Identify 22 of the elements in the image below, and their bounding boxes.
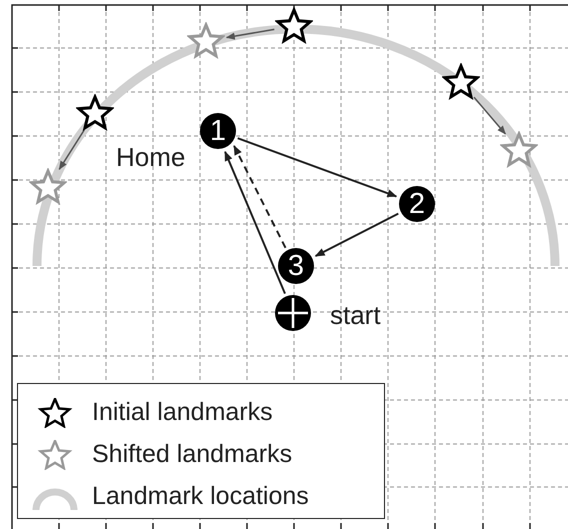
arrow	[224, 150, 286, 294]
star-icon	[29, 168, 67, 206]
step-marker: 1	[200, 113, 236, 149]
step-marker: 2	[399, 186, 435, 222]
start-marker	[273, 293, 313, 333]
arrow	[233, 145, 286, 248]
arrow	[314, 212, 399, 257]
place-label: Home	[116, 142, 186, 172]
step-marker: 3	[278, 248, 314, 284]
place-label: start	[330, 300, 381, 330]
arrow	[237, 137, 398, 198]
star-icon	[442, 63, 480, 101]
arrow	[58, 130, 85, 170]
star-icon	[275, 7, 313, 45]
legend-label: Shifted landmarks	[92, 439, 292, 469]
star-icon	[500, 131, 538, 169]
star-icon	[187, 22, 225, 60]
arrow	[226, 28, 274, 40]
star-icon	[76, 94, 114, 132]
legend-label: Landmark locations	[92, 481, 309, 511]
arrow	[473, 96, 506, 135]
legend-label: Initial landmarks	[92, 397, 273, 427]
